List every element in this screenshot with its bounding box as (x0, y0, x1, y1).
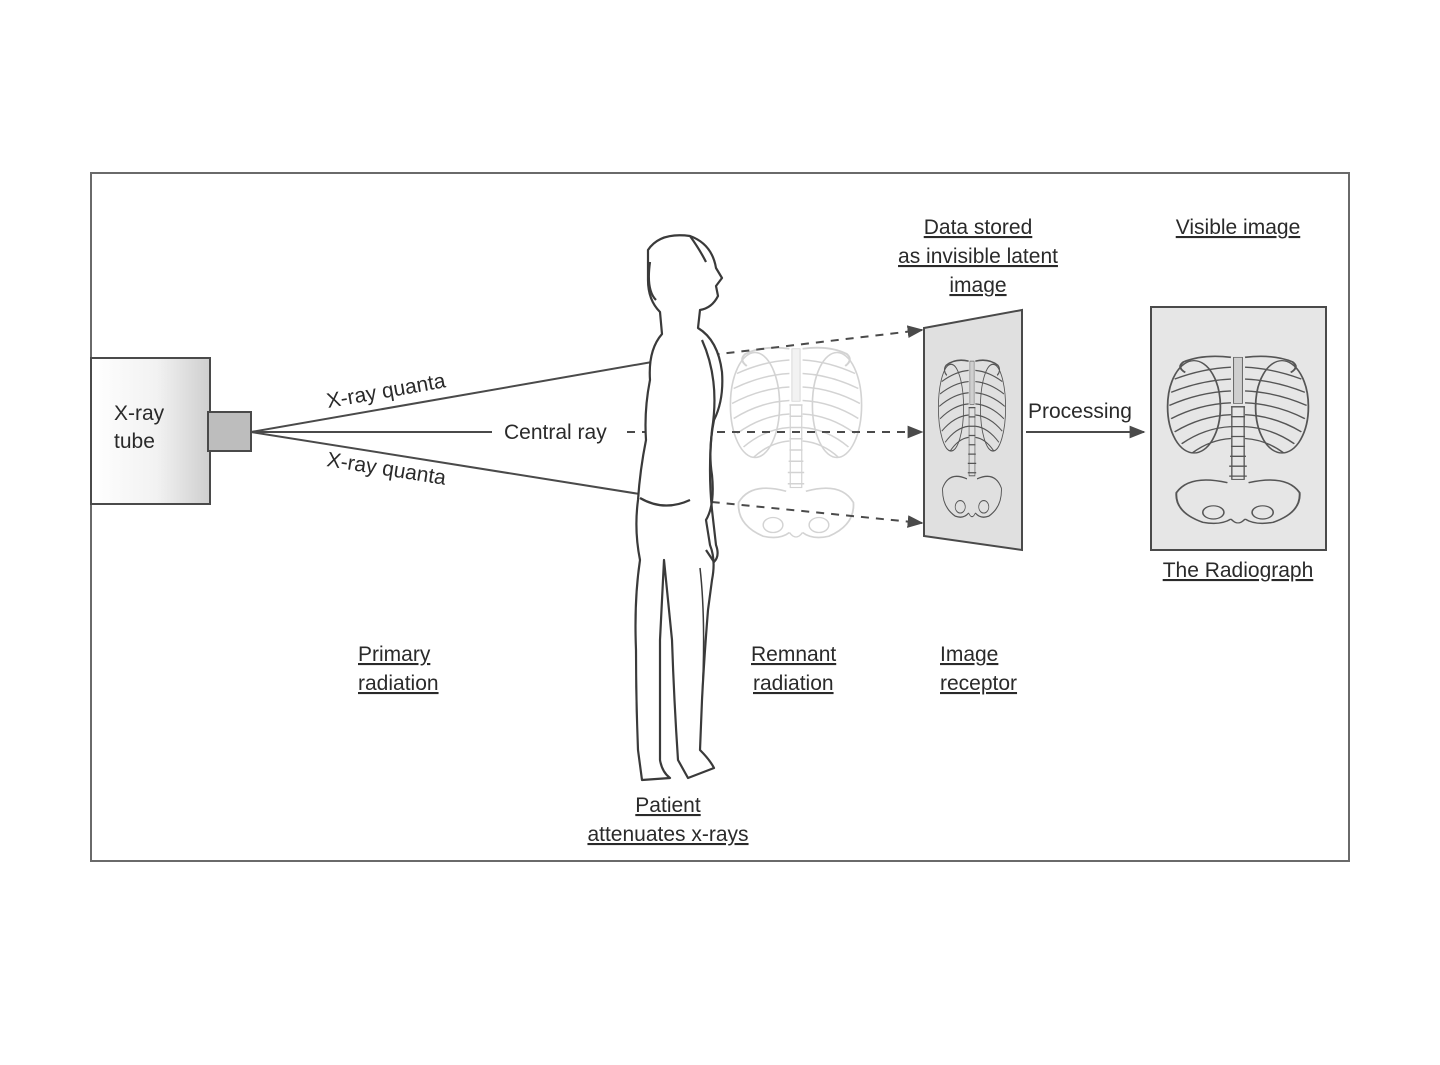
central-ray-label: Central ray (504, 421, 607, 444)
lower-ray-solid (250, 431, 653, 497)
upper-ray-solid (250, 361, 653, 433)
data-stored-label-line3: image (949, 274, 1006, 297)
diagram-frame (90, 172, 1350, 862)
xray-tube-label-line2: tube (114, 430, 155, 453)
patient-label-line2: attenuates x-rays (587, 823, 748, 846)
image-receptor-label-line1: Image (940, 643, 998, 666)
processing-label: Processing (1028, 400, 1132, 423)
primary-radiation-label-line2: radiation (358, 672, 439, 695)
visible-image-label: Visible image (1176, 216, 1301, 239)
the-radiograph-label: The Radiograph (1163, 559, 1314, 582)
image-receptor-label-line2: receptor (940, 672, 1017, 695)
xray-tube-label-line1: X-ray (114, 402, 165, 425)
patient-figure (634, 234, 724, 782)
remnant-radiation-label-line2: radiation (753, 672, 834, 695)
patient-label-line1: Patient (635, 794, 701, 817)
data-stored-label-line1: Data stored (924, 216, 1033, 239)
remnant-radiation-label-line1: Remnant (751, 643, 836, 666)
primary-radiation-label-line1: Primary (358, 643, 431, 666)
radiograph (1150, 306, 1327, 551)
tube-nozzle (207, 411, 252, 452)
data-stored-label-line2: as invisible latent (898, 245, 1058, 268)
xray-tube: X-ray tube (90, 357, 252, 505)
image-receptor (923, 308, 1023, 552)
